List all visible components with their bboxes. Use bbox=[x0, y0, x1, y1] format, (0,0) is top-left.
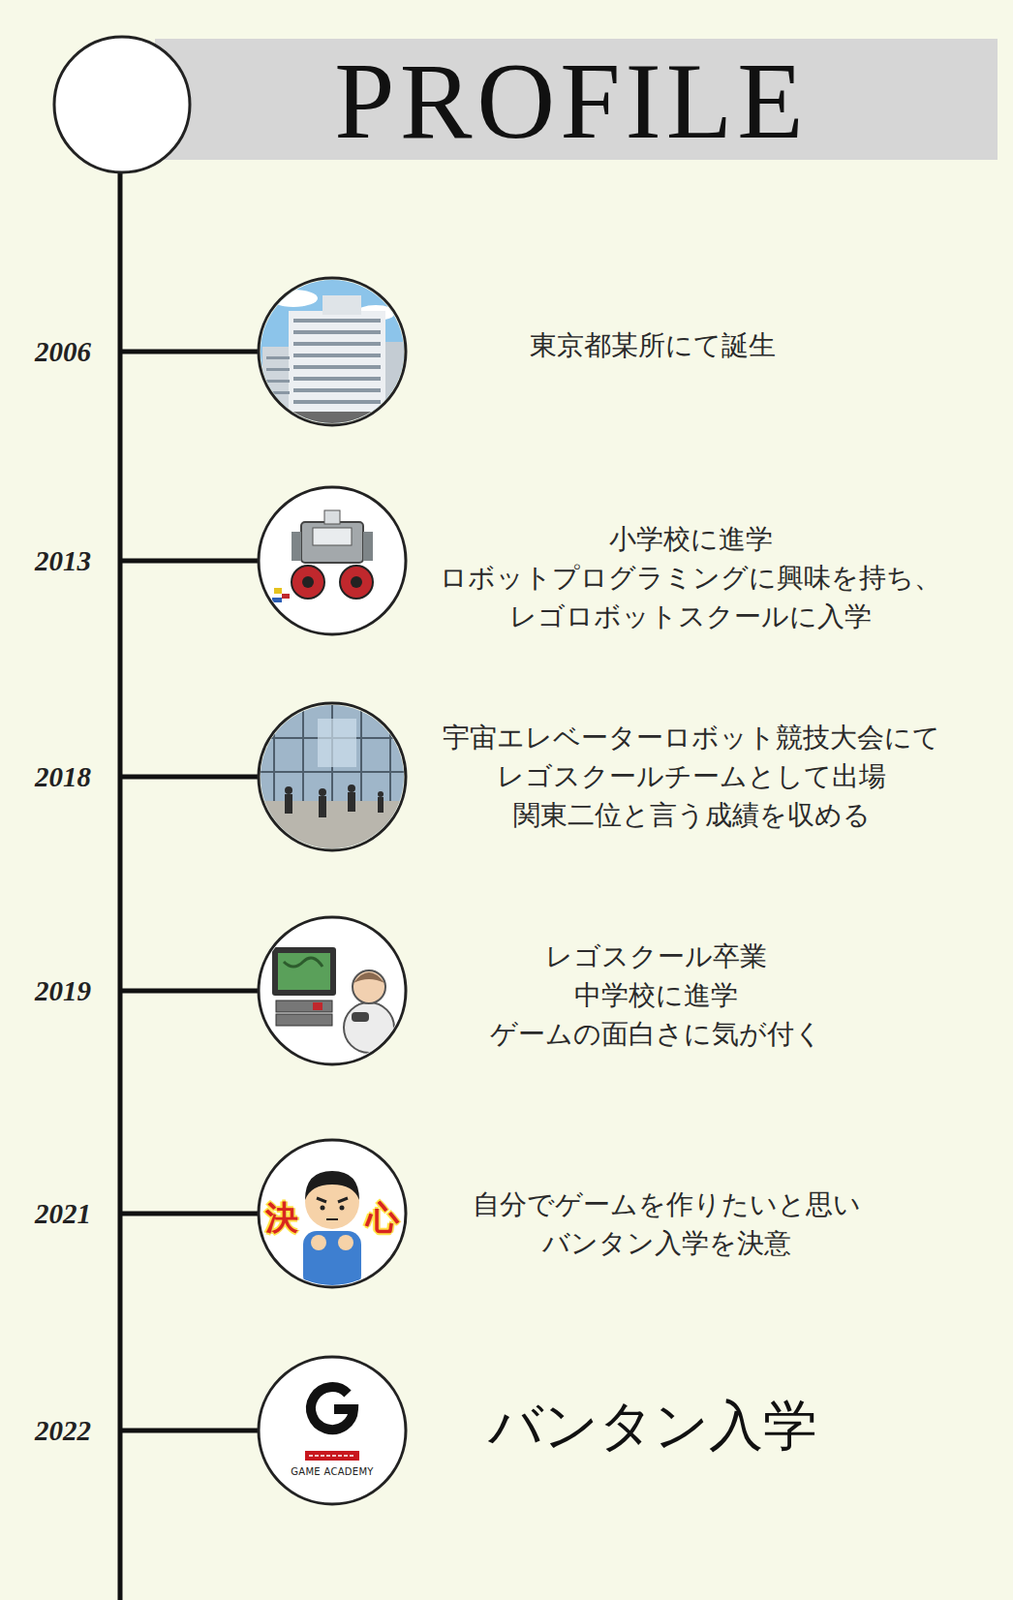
year-label: 2019 bbox=[34, 975, 92, 1008]
gamer-illustration bbox=[258, 917, 406, 1065]
academy-logo bbox=[258, 1356, 406, 1505]
year-label: 2013 bbox=[34, 545, 92, 578]
hospital-photo bbox=[254, 274, 410, 431]
event-text: 自分でゲームを作りたいと思い バンタン入学を決意 bbox=[472, 1185, 861, 1263]
year-label: 2021 bbox=[34, 1197, 92, 1230]
venue-photo bbox=[254, 699, 410, 855]
logo-text: GAME ACADEMY bbox=[290, 1466, 374, 1477]
top-circle bbox=[54, 36, 190, 173]
title-band bbox=[154, 38, 998, 160]
timeline-axis bbox=[118, 164, 123, 1600]
resolve-glyph: 心 bbox=[366, 1196, 400, 1241]
lego-robot bbox=[258, 487, 406, 635]
page-title: PROFILE bbox=[334, 46, 808, 155]
year-label: 2018 bbox=[34, 761, 92, 794]
event-text: 宇宙エレベーターロボット競技大会にて レゴスクールチームとして出場 関東二位と言… bbox=[442, 718, 941, 835]
event-text: 小学校に進学 ロボットプログラミングに興味を持ち、 レゴロボットスクールに入学 bbox=[439, 520, 942, 637]
event-text: バンタン入学 bbox=[488, 1392, 818, 1458]
tick-lines bbox=[120, 351, 260, 1431]
year-label: 2022 bbox=[34, 1414, 92, 1447]
event-text: レゴスクール卒業 中学校に進学 ゲームの面白さに気が付く bbox=[490, 937, 823, 1054]
resolve-glyph: 決 bbox=[265, 1196, 299, 1241]
year-label: 2006 bbox=[34, 336, 92, 369]
event-text: 東京都某所にて誕生 bbox=[529, 326, 776, 366]
resolve-illustration bbox=[258, 1139, 406, 1290]
